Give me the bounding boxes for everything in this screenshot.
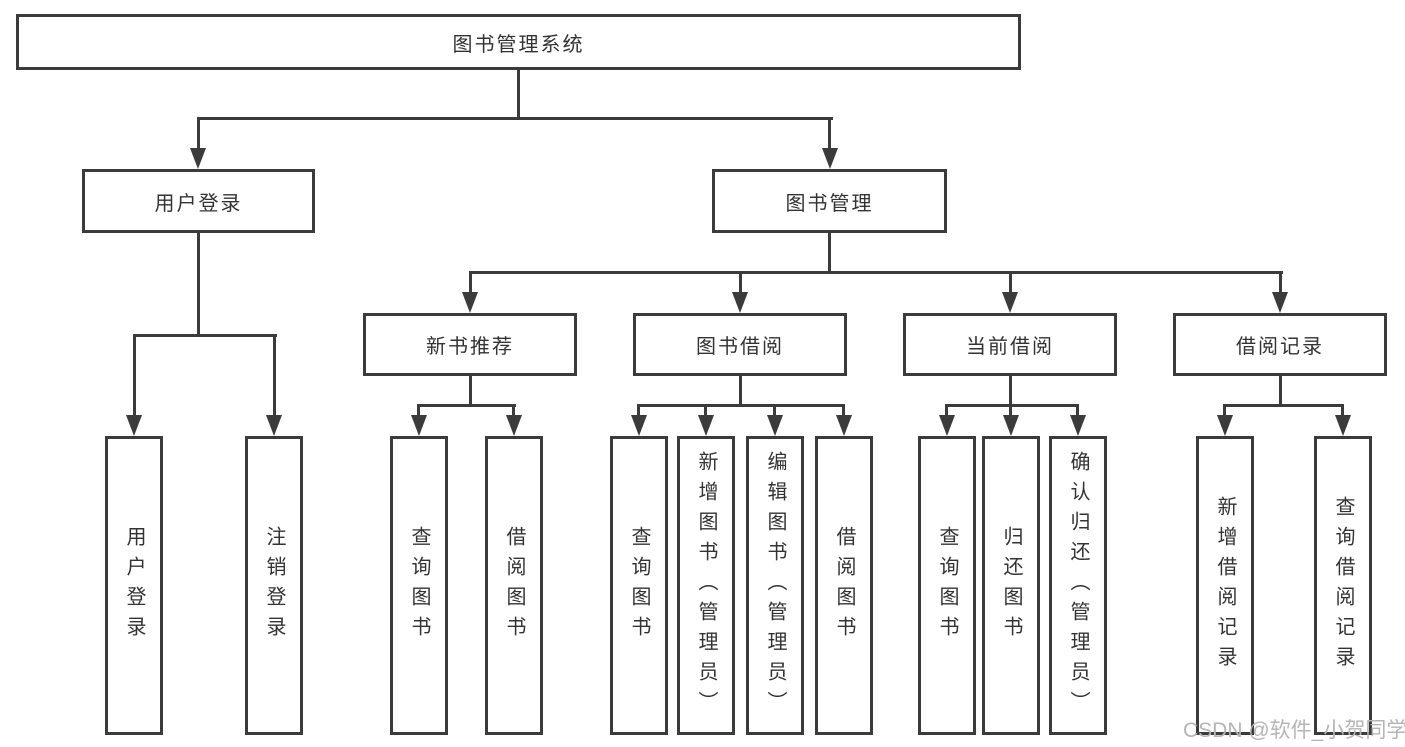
node-query-books-recommend: 查询图书 <box>390 436 448 735</box>
node-label: 用户登录 <box>154 192 243 215</box>
connector-line <box>704 404 707 418</box>
connector-arrowhead <box>1070 415 1086 436</box>
node-new-book-recommend: 新书推荐 <box>363 313 577 376</box>
connector-arrowhead <box>631 415 647 436</box>
connector-arrowhead <box>1335 415 1351 436</box>
node-book-management: 图书管理 <box>712 169 947 233</box>
connector-line <box>197 117 200 150</box>
node-label: 图书管理系统 <box>452 33 585 56</box>
connector-line <box>739 376 742 407</box>
connector-line <box>133 334 136 417</box>
connector-arrowhead <box>1272 292 1288 313</box>
connector-arrowhead <box>462 292 478 313</box>
node-current-borrowing: 当前借阅 <box>903 313 1117 376</box>
node-query-borrow-record: 查询借阅记录 <box>1314 436 1372 735</box>
node-label: 借阅图书 <box>833 525 855 646</box>
connector-line <box>739 271 742 294</box>
node-query-books-current: 查询图书 <box>918 436 976 735</box>
watermark: CSDN @软件_小贺同学 <box>1183 719 1405 742</box>
node-library-management-system: 图书管理系统 <box>16 14 1021 70</box>
connector-line <box>417 404 420 418</box>
connector-line <box>469 271 472 294</box>
connector-line <box>133 334 277 337</box>
node-add-book-admin: 新增图书（管理员） <box>677 436 735 735</box>
node-label: 查询借阅记录 <box>1332 495 1354 676</box>
connector-line <box>197 117 833 120</box>
connector-line <box>469 271 1283 274</box>
node-user-login-leaf: 用户登录 <box>105 436 163 735</box>
connector-line <box>637 404 640 418</box>
node-borrow-books-leaf: 借阅图书 <box>815 436 873 735</box>
connector-arrowhead <box>1002 292 1018 313</box>
connector-line <box>197 233 200 337</box>
node-label: 查询图书 <box>936 525 958 646</box>
connector-line <box>828 233 831 274</box>
connector-line <box>512 404 515 418</box>
connector-line <box>1009 271 1012 294</box>
node-return-books: 归还图书 <box>982 436 1040 735</box>
node-logout-leaf: 注销登录 <box>245 436 303 735</box>
node-query-books-borrowing: 查询图书 <box>610 436 668 735</box>
connector-arrowhead <box>939 415 955 436</box>
node-label: 查询图书 <box>628 525 650 646</box>
node-label: 新增借阅记录 <box>1214 495 1236 676</box>
connector-line <box>773 404 776 418</box>
node-label: 查询图书 <box>408 525 430 646</box>
connector-line <box>828 117 831 150</box>
connector-arrowhead <box>190 148 206 169</box>
connector-line <box>842 404 845 418</box>
node-label: 新增图书（管理员） <box>695 450 717 721</box>
node-label: 注销登录 <box>263 525 285 646</box>
connector-line <box>469 376 472 407</box>
connector-line <box>517 70 520 120</box>
connector-arrowhead <box>506 415 522 436</box>
connector-arrowhead <box>126 415 142 436</box>
connector-arrowhead <box>836 415 852 436</box>
connector-line <box>1223 404 1344 407</box>
connector-line <box>1279 376 1282 407</box>
connector-line <box>1223 404 1226 418</box>
connector-arrowhead <box>822 148 838 169</box>
node-label: 编辑图书（管理员） <box>764 450 786 721</box>
connector-arrowhead <box>411 415 427 436</box>
node-borrow-records: 借阅记录 <box>1173 313 1387 376</box>
node-label: 用户登录 <box>123 525 145 646</box>
node-add-borrow-record: 新增借阅记录 <box>1196 436 1254 735</box>
node-label: 借阅图书 <box>503 525 525 646</box>
node-label: 归还图书 <box>1000 525 1022 646</box>
connector-arrowhead <box>1217 415 1233 436</box>
connector-arrowhead <box>767 415 783 436</box>
connector-arrowhead <box>1003 415 1019 436</box>
node-edit-book-admin: 编辑图书（管理员） <box>746 436 804 735</box>
node-label: 图书借阅 <box>696 336 784 358</box>
connector-arrowhead <box>698 415 714 436</box>
node-label: 图书管理 <box>785 192 874 215</box>
connector-line <box>1341 404 1344 418</box>
connector-line <box>1076 404 1079 418</box>
node-user-login: 用户登录 <box>82 169 315 233</box>
node-borrow-books-recommend: 借阅图书 <box>485 436 543 735</box>
connector-line <box>1009 404 1012 418</box>
node-label: 确认归还（管理员） <box>1067 450 1089 721</box>
connector-line <box>637 404 845 407</box>
connector-line <box>1279 271 1282 294</box>
connector-arrowhead <box>732 292 748 313</box>
node-confirm-return-admin: 确认归还（管理员） <box>1049 436 1107 735</box>
connector-arrowhead <box>266 415 282 436</box>
node-label: 新书推荐 <box>426 336 514 358</box>
connector-line <box>945 404 1079 407</box>
connector-line <box>945 404 948 418</box>
connector-line <box>273 334 276 417</box>
node-book-borrowing: 图书借阅 <box>633 313 847 376</box>
connector-line <box>1009 376 1012 407</box>
node-label: 当前借阅 <box>966 336 1054 358</box>
connector-line <box>417 404 516 407</box>
node-label: 借阅记录 <box>1236 336 1324 358</box>
